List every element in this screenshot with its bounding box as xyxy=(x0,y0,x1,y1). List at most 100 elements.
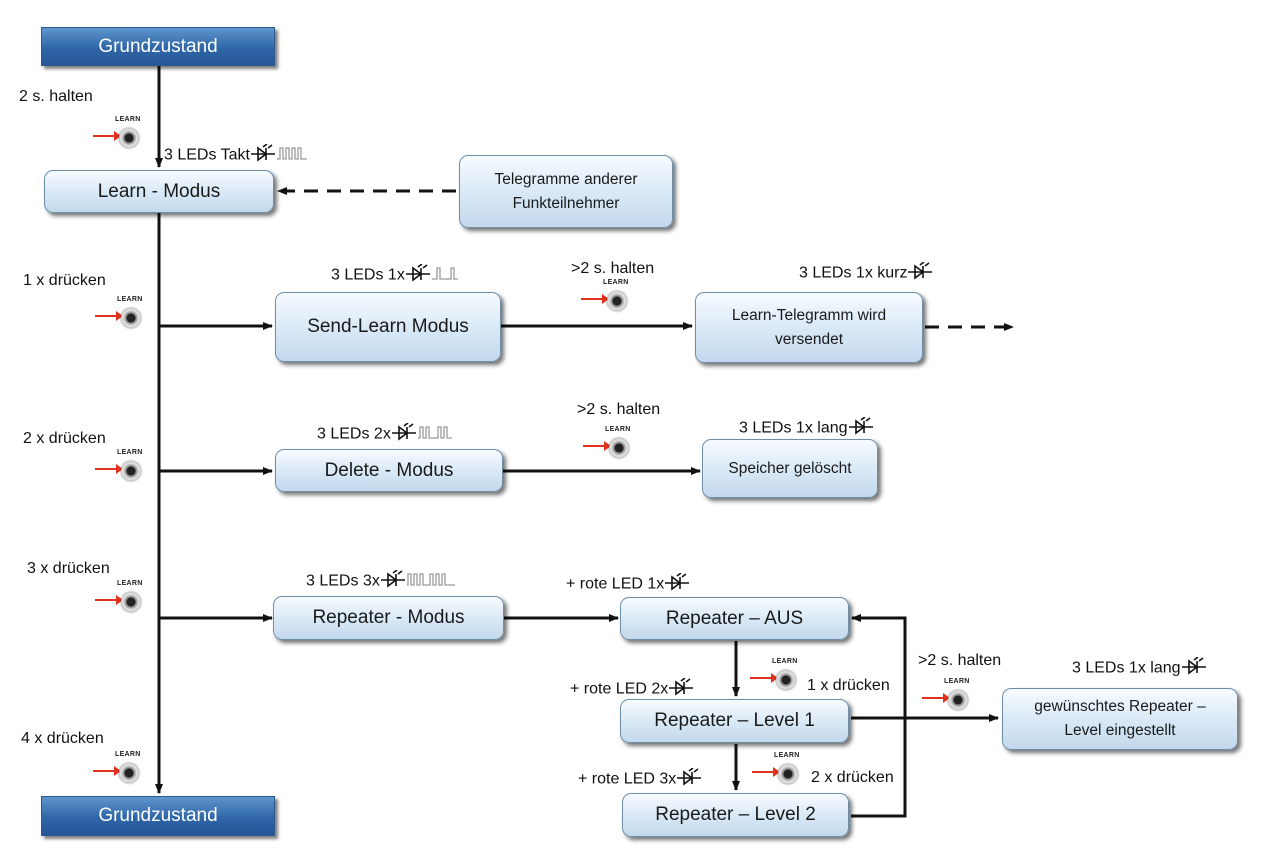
learn-telegram-box: Learn-Telegramm wird versendet xyxy=(695,292,923,363)
repeater-level1-box: Repeater – Level 1 xyxy=(620,699,849,743)
cleared-led-text: 3 LEDs 1x lang xyxy=(739,419,848,437)
learn-button-icon: LEARN xyxy=(95,580,151,620)
red-led-3x-label: + rote LED 3x xyxy=(578,767,702,791)
press-l1-label: 1 x drücken xyxy=(807,677,890,694)
button-knob-icon xyxy=(121,592,141,612)
learn-button-caption: LEARN xyxy=(944,678,970,685)
set-led-text: 3 LEDs 1x lang xyxy=(1072,659,1181,677)
delete-led-text: 3 LEDs 2x xyxy=(317,425,391,443)
red-pointer-arrow-icon xyxy=(93,131,121,141)
red-pointer-arrow-icon xyxy=(95,595,123,605)
press-1x-label: 1 x drücken xyxy=(23,272,106,289)
button-knob-icon xyxy=(121,461,141,481)
single-pulse-icon xyxy=(431,265,459,286)
button-knob-icon xyxy=(121,308,141,328)
sent-led-label: 3 LEDs 1x kurz xyxy=(799,261,933,285)
learn-button-icon: LEARN xyxy=(583,426,639,466)
learn-mode-box: Learn - Modus xyxy=(44,170,274,213)
button-knob-icon xyxy=(119,128,139,148)
learn-button-caption: LEARN xyxy=(117,296,143,303)
led-diode-icon xyxy=(907,261,933,285)
learn-button-icon: LEARN xyxy=(93,116,149,156)
delete-mode-box: Delete - Modus xyxy=(275,449,503,492)
learn-button-caption: LEARN xyxy=(603,279,629,286)
red-pointer-arrow-icon xyxy=(95,311,123,321)
button-knob-icon xyxy=(609,438,629,458)
red-pointer-arrow-icon xyxy=(581,294,609,304)
button-knob-icon xyxy=(948,690,968,710)
led-diode-icon xyxy=(676,767,702,791)
learn-button-icon: LEARN xyxy=(750,658,806,698)
press-3x-label: 3 x drücken xyxy=(27,560,110,577)
learn-button-caption: LEARN xyxy=(117,580,143,587)
red-led-1x-text: + rote LED 1x xyxy=(566,575,665,593)
hold-send-label: >2 s. halten xyxy=(571,260,655,277)
repeater-set-box: gewünschtes Repeater – Level eingestellt xyxy=(1002,688,1238,750)
repeater-level2-label: Repeater – Level 2 xyxy=(655,804,816,825)
button-knob-icon xyxy=(119,763,139,783)
repeater-level1-label: Repeater – Level 1 xyxy=(654,710,815,731)
telegrams-label-line1: Telegramme anderer xyxy=(494,170,638,188)
hold-repeater-label: >2 s. halten xyxy=(918,652,1002,669)
telegrams-label-line2: Funkteilnehmer xyxy=(512,194,620,212)
delete-mode-label: Delete - Modus xyxy=(324,459,454,481)
send-learn-mode-label: Send-Learn Modus xyxy=(307,316,469,337)
button-knob-icon xyxy=(778,764,798,784)
learn-button-caption: LEARN xyxy=(605,426,631,433)
led-diode-icon xyxy=(664,572,690,596)
send-led-label: 3 LEDs 1x xyxy=(331,263,459,287)
red-led-3x-text: + rote LED 3x xyxy=(578,770,677,788)
red-led-1x-label: + rote LED 1x xyxy=(566,572,690,596)
sent-led-text: 3 LEDs 1x kurz xyxy=(799,264,908,282)
red-pointer-arrow-icon xyxy=(95,464,123,474)
repeater-off-box: Repeater – AUS xyxy=(620,597,849,640)
repeater-mode-box: Repeater - Modus xyxy=(273,596,504,640)
button-knob-icon xyxy=(776,670,796,690)
hold-delete-label: >2 s. halten xyxy=(577,401,661,418)
learn-button-icon: LEARN xyxy=(95,296,151,336)
led-diode-icon xyxy=(405,263,431,287)
learn-led-text: 3 LEDs Takt xyxy=(164,146,250,164)
led-diode-icon xyxy=(391,422,417,446)
telegrams-box: Telegramme anderer Funkteilnehmer xyxy=(459,155,673,228)
learn-button-icon: LEARN xyxy=(93,751,149,791)
red-pointer-arrow-icon xyxy=(750,673,778,683)
led-diode-icon xyxy=(250,143,276,167)
cleared-led-label: 3 LEDs 1x lang xyxy=(739,416,874,440)
red-pointer-arrow-icon xyxy=(93,766,121,776)
learn-mode-label: Learn - Modus xyxy=(97,180,221,202)
delete-led-label: 3 LEDs 2x xyxy=(317,422,453,446)
learn-button-icon: LEARN xyxy=(581,279,637,319)
red-led-2x-text: + rote LED 2x xyxy=(570,680,669,698)
red-pointer-arrow-icon xyxy=(752,767,780,777)
memory-cleared-box: Speicher gelöscht xyxy=(702,439,878,498)
learn-button-caption: LEARN xyxy=(772,658,798,665)
press-2x-label: 2 x drücken xyxy=(23,430,106,447)
learn-telegram-label-line2: versendet xyxy=(774,330,844,348)
led-diode-icon xyxy=(668,677,694,701)
pulse-train-icon xyxy=(276,145,308,166)
red-pointer-arrow-icon xyxy=(922,693,950,703)
learn-led-label: 3 LEDs Takt xyxy=(164,143,308,167)
press-4x-label: 4 x drücken xyxy=(21,730,104,747)
send-learn-mode-box: Send-Learn Modus xyxy=(275,292,501,362)
repeater-level2-box: Repeater – Level 2 xyxy=(622,793,849,837)
learn-button-caption: LEARN xyxy=(115,116,141,123)
start-state-box: Grundzustand xyxy=(41,27,275,66)
learn-button-icon: LEARN xyxy=(95,449,151,489)
led-diode-icon xyxy=(1181,656,1207,680)
button-knob-icon xyxy=(607,291,627,311)
double-pulse-icon xyxy=(417,424,453,445)
press-l2-label: 2 x drücken xyxy=(811,769,894,786)
led-diode-icon xyxy=(848,416,874,440)
set-led-label: 3 LEDs 1x lang xyxy=(1072,656,1207,680)
learn-button-icon: LEARN xyxy=(922,678,978,718)
hold-2s-label: 2 s. halten xyxy=(19,88,93,105)
learn-telegram-label-line1: Learn-Telegramm wird xyxy=(731,306,887,324)
red-pointer-arrow-icon xyxy=(583,441,611,451)
end-state-box: Grundzustand xyxy=(41,796,275,836)
send-led-text: 3 LEDs 1x xyxy=(331,266,405,284)
repeater-led-label: 3 LEDs 3x xyxy=(306,569,456,593)
repeater-mode-label: Repeater - Modus xyxy=(312,607,465,628)
